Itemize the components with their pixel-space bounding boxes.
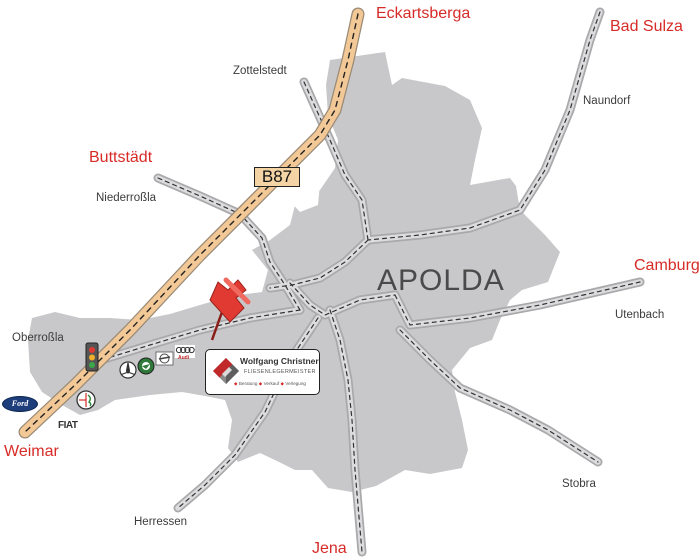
skoda-logo-icon [137,357,155,375]
fiat-logo: FIAT [58,420,78,431]
company-logo-icon [213,358,239,384]
audi-logo-icon [175,345,195,358]
company-name: Wolfgang Christner [240,356,319,366]
label-stobra: Stobra [562,478,596,490]
label-bad-sulza: Bad Sulza [610,18,683,35]
audi-wordmark: Audi [178,355,190,361]
ford-wordmark: Ford [11,399,29,408]
traffic-light-icon [85,342,99,372]
pushpin-icon [209,277,251,341]
ford-logo: Ford [2,396,38,412]
service-verkauf: Verkauf [263,381,280,386]
label-utenbach: Utenbach [615,309,665,321]
label-eckartsberga: Eckartsberga [376,5,471,22]
label-camburg: Camburg [634,257,700,274]
opel-logo-icon [155,351,174,366]
label-niederrossla: Niederroßla [96,192,157,204]
label-naundorf: Naundorf [583,95,631,107]
label-weimar: Weimar [4,443,59,460]
city-label-apolda: APOLDA [377,264,505,297]
label-herressen: Herressen [134,516,188,528]
company-subtitle: FLIESENLEGERMEISTER [244,369,316,375]
mercedes-logo-icon [119,361,137,379]
apolda-city-area [28,52,560,492]
label-oberrossla: Oberroßla [12,332,64,344]
label-buttstaedt: Buttstädt [89,149,153,166]
company-sign[interactable]: Wolfgang Christner FLIESENLEGERMEISTER ◆… [205,349,320,395]
company-services: ◆ Beratung ◆ Verkauf ◆ Verlegung [234,381,306,386]
service-beratung: Beratung [238,381,258,386]
label-jena: Jena [312,540,347,557]
service-verlegung: Verlegung [285,381,306,386]
road-shield-b87: B87 [254,167,300,187]
label-zottelstedt: Zottelstedt [233,65,287,77]
alfa-romeo-logo-icon [76,390,96,410]
